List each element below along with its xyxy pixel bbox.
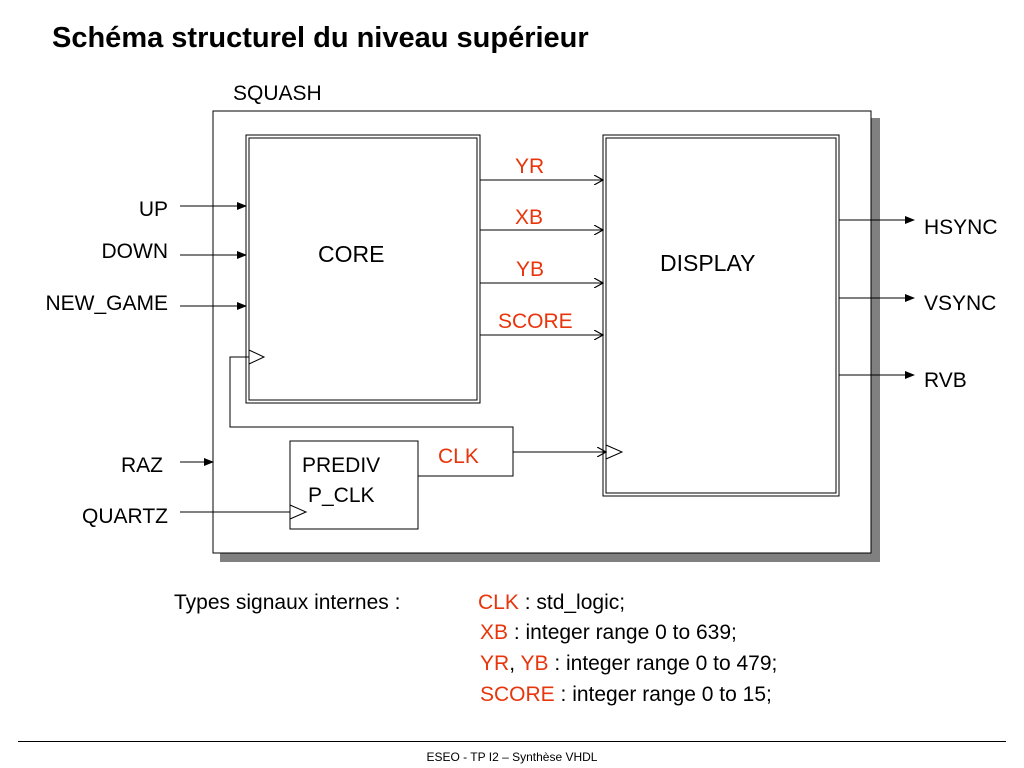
input-up-label: UP — [139, 198, 168, 221]
input-new-game-label: NEW_GAME — [45, 292, 168, 315]
type-decl-xb: : integer range 0 to 639; — [508, 621, 737, 644]
signal-clk-label: CLK — [438, 445, 479, 468]
types-heading: Types signaux internes : — [174, 591, 401, 614]
footer-divider — [18, 741, 1006, 742]
prediv-clock-triangle — [289, 504, 308, 520]
signal-yb-label: YB — [516, 258, 544, 281]
input-down-label: DOWN — [102, 240, 169, 263]
type-name-xb: XB — [480, 621, 509, 644]
page-title: Schéma structurel du niveau supérieur — [52, 22, 589, 54]
type-name-clk: CLK — [478, 591, 519, 614]
types-line-clk: CLK : std_logic; — [478, 591, 625, 615]
prediv-block: PREDIV P_CLK — [289, 440, 419, 530]
input-raz-label: RAZ — [121, 454, 163, 477]
type-decl-yr-yb: : integer range 0 to 479; — [548, 652, 778, 675]
signal-yr-label: YR — [515, 155, 544, 178]
output-rvb-label: RVB — [924, 369, 967, 392]
clk-to-core-wire — [229, 356, 514, 477]
types-line-yr-yb: YR, YB : integer range 0 to 479; — [480, 652, 777, 676]
signal-xb-label: XB — [515, 206, 543, 229]
type-name-score: SCORE — [480, 683, 555, 706]
display-block: DISPLAY — [602, 134, 840, 497]
core-clock-triangle — [248, 349, 266, 365]
footer-text: ESEO - TP I2 – Synthèse VHDL — [426, 750, 598, 764]
input-quartz-label: QUARTZ — [82, 505, 168, 528]
pclk-label: P_CLK — [308, 484, 375, 507]
display-clock-triangle — [605, 444, 624, 460]
prediv-label: PREDIV — [302, 454, 380, 477]
block-diagram: SQUASH CORE DISPLAY PREDIV P_CLK UP DOWN… — [45, 82, 998, 562]
output-vsync-label: VSYNC — [924, 292, 996, 315]
type-decl-clk: : std_logic; — [518, 591, 626, 614]
squash-label: SQUASH — [233, 82, 322, 105]
type-name-yb: YB — [520, 652, 549, 675]
core-label: CORE — [318, 241, 384, 267]
type-name-yr: YR — [480, 652, 510, 675]
types-line-score: SCORE : integer range 0 to 15; — [480, 683, 772, 707]
core-block: CORE — [245, 134, 481, 404]
type-separator: , — [509, 652, 521, 675]
output-hsync-label: HSYNC — [924, 216, 998, 239]
signal-score-label: SCORE — [498, 310, 573, 333]
type-decl-score: : integer range 0 to 15; — [554, 683, 772, 706]
display-label: DISPLAY — [660, 250, 755, 276]
types-line-xb: XB : integer range 0 to 639; — [480, 621, 737, 645]
